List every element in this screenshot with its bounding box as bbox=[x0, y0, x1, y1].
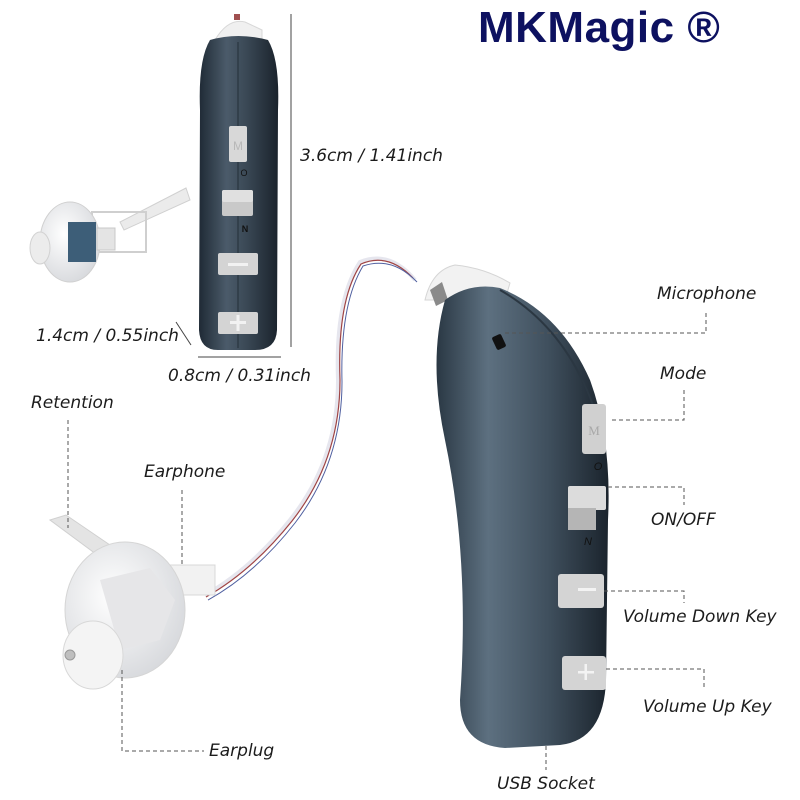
svg-text:N: N bbox=[242, 224, 249, 234]
earpiece-small bbox=[29, 187, 191, 283]
side-view-device: M O N bbox=[424, 264, 609, 748]
height-dimension-label: 3.6cm / 1.41inch bbox=[300, 146, 443, 166]
depth-dimension-label: 1.4cm / 0.55inch bbox=[36, 326, 179, 346]
svg-text:O: O bbox=[240, 168, 247, 178]
svg-text:O: O bbox=[594, 461, 603, 473]
front-view-device: M O N bbox=[199, 14, 279, 350]
callout-leaders bbox=[67, 310, 707, 770]
callout-usb-socket: USB Socket bbox=[497, 774, 595, 794]
callout-on-off: ON/OFF bbox=[651, 510, 716, 530]
svg-text:M: M bbox=[233, 139, 243, 153]
callout-volume-up: Volume Up Key bbox=[643, 697, 772, 717]
svg-text:N: N bbox=[584, 536, 592, 548]
mode-button-small bbox=[229, 126, 247, 162]
svg-text:M: M bbox=[588, 423, 600, 438]
earplug-assembly bbox=[48, 514, 216, 690]
width-dimension-label: 0.8cm / 0.31inch bbox=[168, 366, 311, 386]
callout-mode: Mode bbox=[660, 364, 707, 384]
callout-earphone: Earphone bbox=[144, 462, 226, 482]
callout-retention: Retention bbox=[31, 393, 114, 413]
callout-microphone: Microphone bbox=[657, 284, 757, 304]
callout-earplug: Earplug bbox=[209, 741, 275, 761]
brand-logo: MKMagic ® bbox=[478, 3, 721, 52]
depth-dimension-line bbox=[175, 321, 192, 346]
callout-volume-down: Volume Down Key bbox=[623, 607, 777, 627]
